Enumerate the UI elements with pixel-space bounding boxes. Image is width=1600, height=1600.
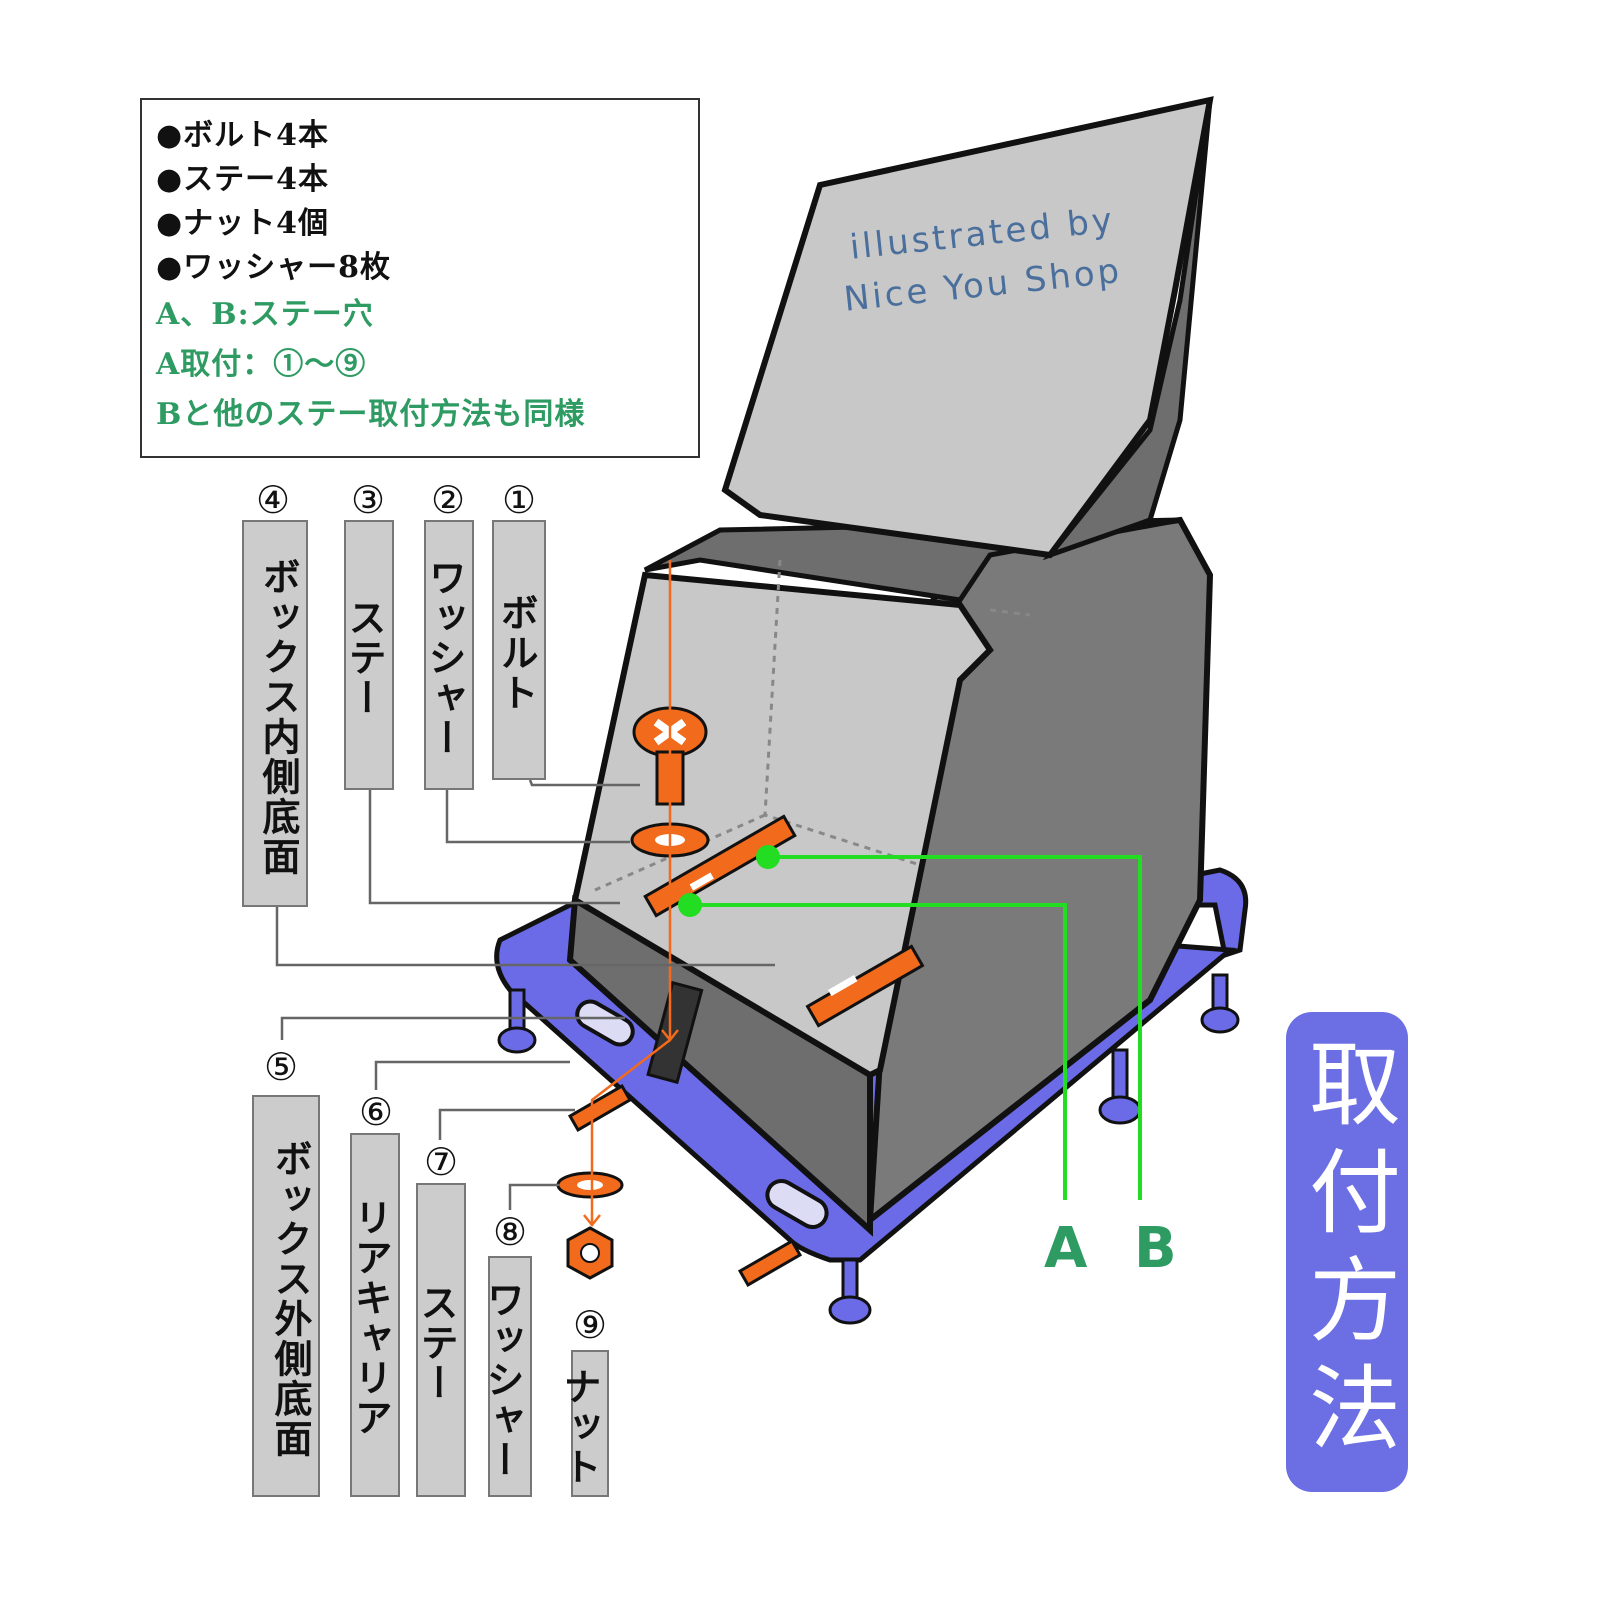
part-label-box-outer-bottom: ボックス外側底面 <box>252 1095 320 1497</box>
part-label-nut: ナット <box>557 1350 609 1497</box>
legend-b-note: Bと他のステー取付方法も同様 <box>156 397 586 432</box>
title-badge: 取付方法 <box>1286 1012 1408 1492</box>
hole-leaders <box>678 845 1142 1200</box>
part-number-7: ⑦ <box>423 1140 459 1184</box>
legend-holes: A、B:ステー穴 <box>156 297 374 332</box>
part-label-stay-bottom: ステー <box>414 1183 466 1497</box>
part-label-stay-top: ステー <box>342 520 394 790</box>
hole-label-a: A <box>1044 1216 1088 1281</box>
part-number-4: ④ <box>255 478 291 522</box>
legend-a-steps: A取付：①～⑨ <box>156 347 367 382</box>
part-number-2: ② <box>430 478 466 522</box>
assembly-arrows <box>583 560 679 1228</box>
legend-bolts: ●ボルト4本 <box>156 118 330 153</box>
part-label-washer-bottom: ワッシャー <box>480 1256 532 1497</box>
legend-nuts: ●ナット4個 <box>156 206 330 241</box>
page-title: 取付方法 <box>1293 1036 1401 1468</box>
part-number-9: ⑨ <box>572 1303 608 1347</box>
part-number-5: ⑤ <box>263 1045 299 1089</box>
part-number-1: ① <box>501 478 537 522</box>
part-label-rear-carrier: リアキャリア <box>348 1133 400 1497</box>
part-number-6: ⑥ <box>358 1090 394 1134</box>
part-label-bolt: ボルト <box>492 520 546 780</box>
part-number-8: ⑧ <box>492 1210 528 1254</box>
part-label-box-inner-bottom: ボックス内側底面 <box>242 520 308 907</box>
legend-stays: ●ステー4本 <box>156 162 330 197</box>
hole-label-b: B <box>1134 1216 1177 1281</box>
part-label-washer-top: ワッシャー <box>422 520 474 790</box>
legend-washers: ●ワッシャー8枚 <box>156 250 392 285</box>
parts-legend-box: ●ボルト4本 ●ステー4本 ●ナット4個 ●ワッシャー8枚 A、B:ステー穴 A… <box>140 98 700 458</box>
leader-lines <box>275 779 775 1210</box>
part-number-3: ③ <box>350 478 386 522</box>
